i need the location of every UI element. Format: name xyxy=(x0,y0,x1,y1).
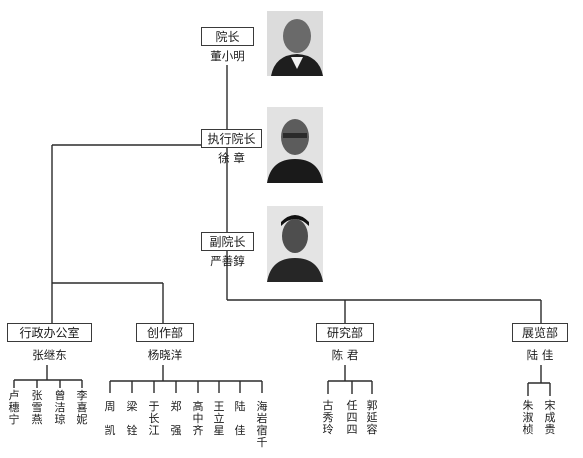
dept-creation-head: 杨晓洋 xyxy=(147,348,183,362)
member-name: 王立星 xyxy=(213,400,225,437)
member-name: 周 凯 xyxy=(104,400,116,437)
member-name: 梁 铨 xyxy=(126,400,138,437)
member-name: 宋成贵 xyxy=(544,399,556,436)
member-name: 高中齐 xyxy=(192,400,204,437)
vice-title-box: 副院长 xyxy=(201,232,254,251)
dept-admin-office-box: 行政办公室 xyxy=(7,323,92,342)
executive-title-box: 执行院长 xyxy=(201,129,262,148)
portrait-icon xyxy=(267,206,323,282)
member-name: 朱淑桢 xyxy=(522,399,534,436)
executive-photo xyxy=(267,107,323,183)
dept-research-head: 陈 君 xyxy=(331,348,359,362)
member-name: 于长江 xyxy=(148,400,160,437)
member-name: 海岩宿千 xyxy=(256,400,268,449)
dept-exhibition-box: 展览部 xyxy=(512,323,568,342)
dept-research-box: 研究部 xyxy=(316,323,374,342)
portrait-icon xyxy=(267,11,323,76)
member-name: 曾洁琼 xyxy=(54,389,66,426)
president-photo xyxy=(267,11,323,76)
portrait-icon xyxy=(267,107,323,183)
member-name: 郭延容 xyxy=(366,399,378,436)
dept-admin-office-head: 张继东 xyxy=(32,348,67,362)
vice-name: 严善錞 xyxy=(210,254,245,268)
president-title-box: 院长 xyxy=(201,27,254,46)
member-name: 张雪燕 xyxy=(31,389,43,426)
member-name: 卢穗宁 xyxy=(8,389,20,426)
dept-creation-box: 创作部 xyxy=(136,323,194,342)
member-name: 陆 佳 xyxy=(234,400,246,437)
vice-photo xyxy=(267,206,323,282)
executive-name: 徐 章 xyxy=(218,151,245,165)
president-name: 董小明 xyxy=(210,49,245,63)
dept-exhibition-head: 陆 佳 xyxy=(526,348,554,362)
member-name: 任四四 xyxy=(346,399,358,436)
member-name: 郑 强 xyxy=(170,400,182,437)
member-name: 李喜妮 xyxy=(76,389,88,426)
member-name: 古秀玲 xyxy=(322,399,334,436)
